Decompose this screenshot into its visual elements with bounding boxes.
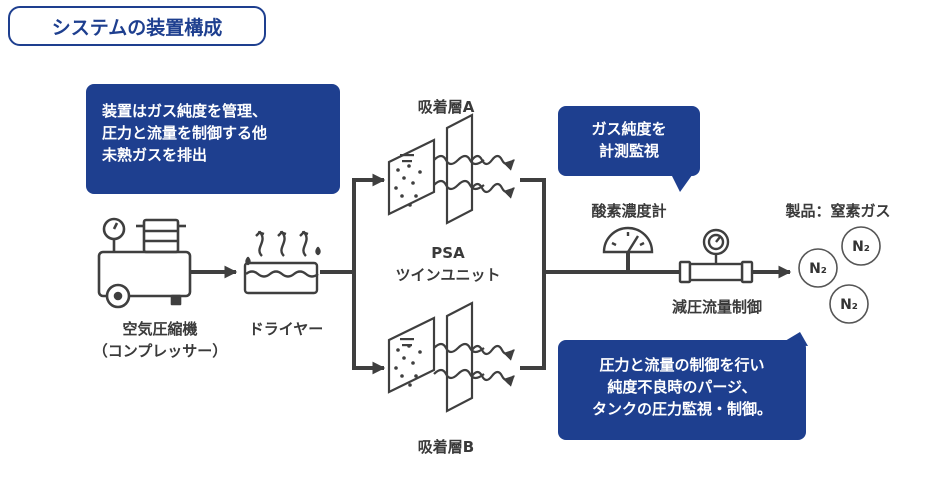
label-compressor: 空気圧縮機 （コンプレッサー） [80, 318, 240, 362]
nitrogen-molecules [798, 226, 881, 324]
flow-control-valve-icon [678, 228, 754, 284]
n2-label-3: N₂ [840, 297, 858, 313]
bubble-line: 装置はガス純度を管理、 [102, 102, 268, 120]
label-dryer: ドライヤー [248, 320, 324, 338]
info-bubble-control: 装置はガス純度を管理、 圧力と流量を制御する他 未熟ガスを排出 [86, 84, 340, 194]
adsorption-bed-b-icon [387, 301, 515, 413]
bubble-line: 純度不良時のパージ、 [607, 378, 757, 396]
info-bubble-pressure: 圧力と流量の制御を行い 純度不良時のパージ、 タンクの圧力監視・制御。 [558, 340, 806, 440]
outlet-piping [520, 178, 792, 370]
inlet-piping [320, 173, 386, 375]
bubble-line: 圧力と流量を制御する他 [102, 124, 268, 142]
bubble-line: ガス純度を [591, 120, 667, 138]
oxygen-analyzer-icon [602, 226, 654, 270]
section-title: システムの装置構成 [8, 6, 266, 46]
info-bubble-purity: ガス純度を 計測監視 [558, 106, 700, 176]
bubble-line: 計測監視 [598, 142, 659, 160]
label-bed-b: 吸着層B [417, 438, 475, 456]
label-product: 製品：窒素ガス [785, 202, 891, 220]
dryer-icon [243, 230, 321, 295]
label-flow-control: 減圧流量制御 [671, 298, 762, 316]
label-psa-line1: PSA [431, 244, 465, 262]
bubble-line: 未熟ガスを排出 [102, 146, 208, 164]
label-compressor-line1: 空気圧縮機 [122, 320, 198, 338]
label-oxygen-analyzer: 酸素濃度計 [591, 202, 667, 220]
label-compressor-line2: （コンプレッサー） [92, 342, 228, 360]
n2-label-2: N₂ [852, 239, 870, 255]
n2-label-1: N₂ [809, 261, 827, 277]
adsorption-bed-a-icon [387, 113, 515, 225]
bubble-line: 圧力と流量の制御を行い [599, 356, 765, 374]
label-bed-a: 吸着層A [417, 98, 475, 116]
bubble-line: タンクの圧力監視・制御。 [591, 400, 772, 418]
label-psa: PSA ツインユニット [378, 242, 518, 286]
label-psa-line2: ツインユニット [395, 266, 501, 284]
compressor-icon [97, 217, 192, 309]
